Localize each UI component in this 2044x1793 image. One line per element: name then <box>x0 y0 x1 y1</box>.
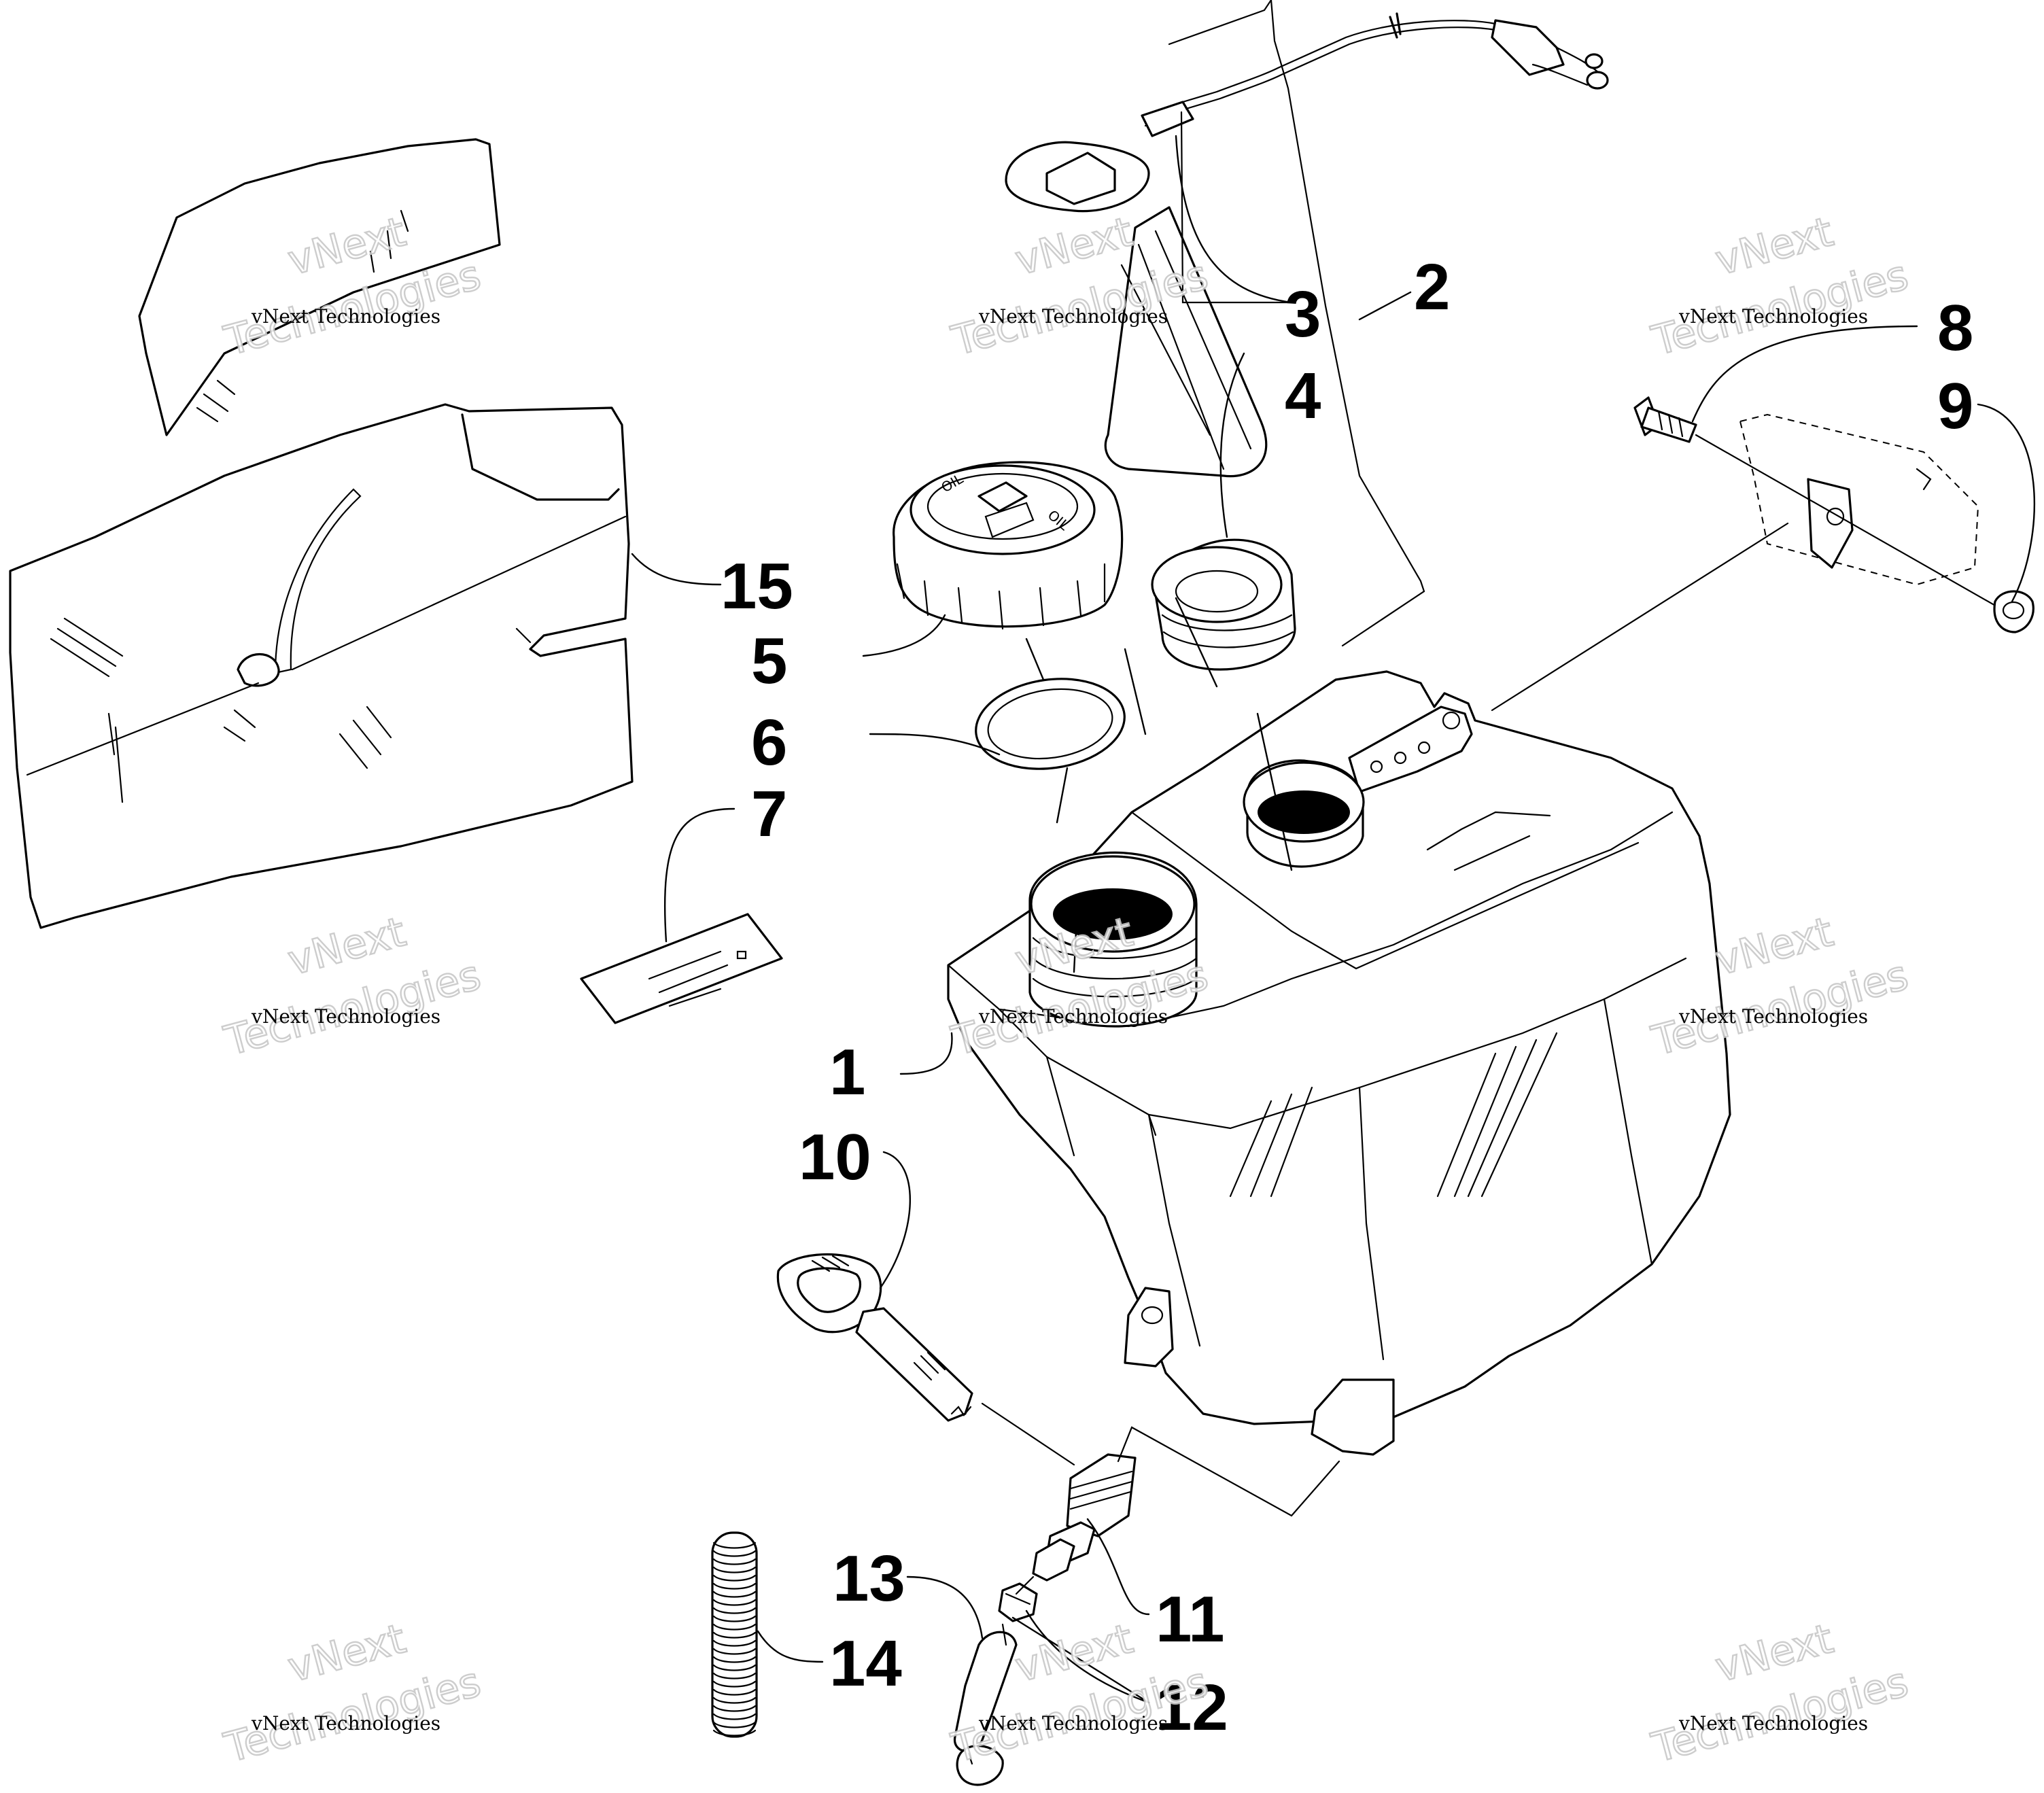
coil-ring <box>712 1566 757 1573</box>
callout-14: 14 <box>829 1627 902 1700</box>
coil-ring <box>712 1574 757 1582</box>
callout-6: 6 <box>751 706 787 779</box>
decal-part <box>580 913 783 1024</box>
hose-clamp-part <box>954 1576 1038 1786</box>
coil-ring <box>712 1656 757 1663</box>
watermark-line2: vNext Technologies <box>978 305 1168 328</box>
coil-ring <box>712 1696 757 1704</box>
callout-15: 15 <box>721 550 793 623</box>
watermark-line2: vNext Technologies <box>978 1712 1168 1735</box>
watermark-line2: vNext Technologies <box>978 1005 1168 1028</box>
strap-part <box>776 1253 973 1422</box>
coil-hose-part <box>711 1531 758 1738</box>
coil-ring <box>712 1688 757 1696</box>
callout-labels: 1 2 3 4 5 6 7 8 9 10 11 12 13 14 15 <box>721 251 1973 1744</box>
coil-ring <box>712 1607 757 1614</box>
oil-tank-part <box>947 670 1731 1456</box>
heat-shield-part <box>9 138 634 929</box>
bolt-bracket-part <box>1491 396 2034 712</box>
callout-12: 12 <box>1156 1671 1228 1744</box>
callout-3: 3 <box>1285 278 1321 351</box>
watermark-line2: vNext Technologies <box>251 305 440 328</box>
fitting-part <box>981 1402 1340 1582</box>
coil-ring <box>712 1558 757 1565</box>
leader-lines <box>631 135 2035 1704</box>
watermark-line2: vNext Technologies <box>251 1005 440 1028</box>
coil-ring <box>712 1550 757 1557</box>
callout-7: 7 <box>751 778 787 850</box>
coil-ring <box>712 1729 757 1737</box>
coil-ring <box>712 1713 757 1720</box>
part-2-outline <box>1168 0 1425 647</box>
callout-11: 11 <box>1156 1583 1224 1656</box>
o-ring-part <box>975 678 1126 770</box>
coil-ring <box>712 1672 757 1679</box>
watermark-line2: vNext Technologies <box>1678 305 1868 328</box>
callout-8: 8 <box>1937 292 1973 364</box>
coil-ring <box>712 1680 757 1688</box>
oil-cap-part: OIL OIL <box>893 461 1124 630</box>
coil-ring <box>712 1639 757 1647</box>
coil-ring <box>712 1623 757 1631</box>
coil-ring <box>712 1721 757 1728</box>
coil-ring <box>712 1705 757 1712</box>
coil-ring <box>712 1599 757 1606</box>
watermark-line2: vNext Technologies <box>1678 1005 1868 1028</box>
watermark-line2: vNext Technologies <box>251 1712 440 1735</box>
coil-ring <box>712 1631 757 1639</box>
coil-ring <box>712 1582 757 1590</box>
coil-ring <box>712 1542 757 1549</box>
watermark-line2: vNext Technologies <box>1678 1712 1868 1735</box>
callout-5: 5 <box>751 625 787 697</box>
callout-10: 10 <box>799 1121 871 1194</box>
coil-ring <box>712 1648 757 1655</box>
callout-9: 9 <box>1937 370 1973 442</box>
callout-4: 4 <box>1285 360 1321 432</box>
coil-ring <box>712 1590 757 1598</box>
coil-ring <box>712 1664 757 1671</box>
grommet-part <box>1151 538 1296 671</box>
callout-1: 1 <box>829 1036 865 1109</box>
callout-2: 2 <box>1414 251 1450 324</box>
callout-13: 13 <box>833 1542 905 1615</box>
coil-ring <box>712 1615 757 1622</box>
